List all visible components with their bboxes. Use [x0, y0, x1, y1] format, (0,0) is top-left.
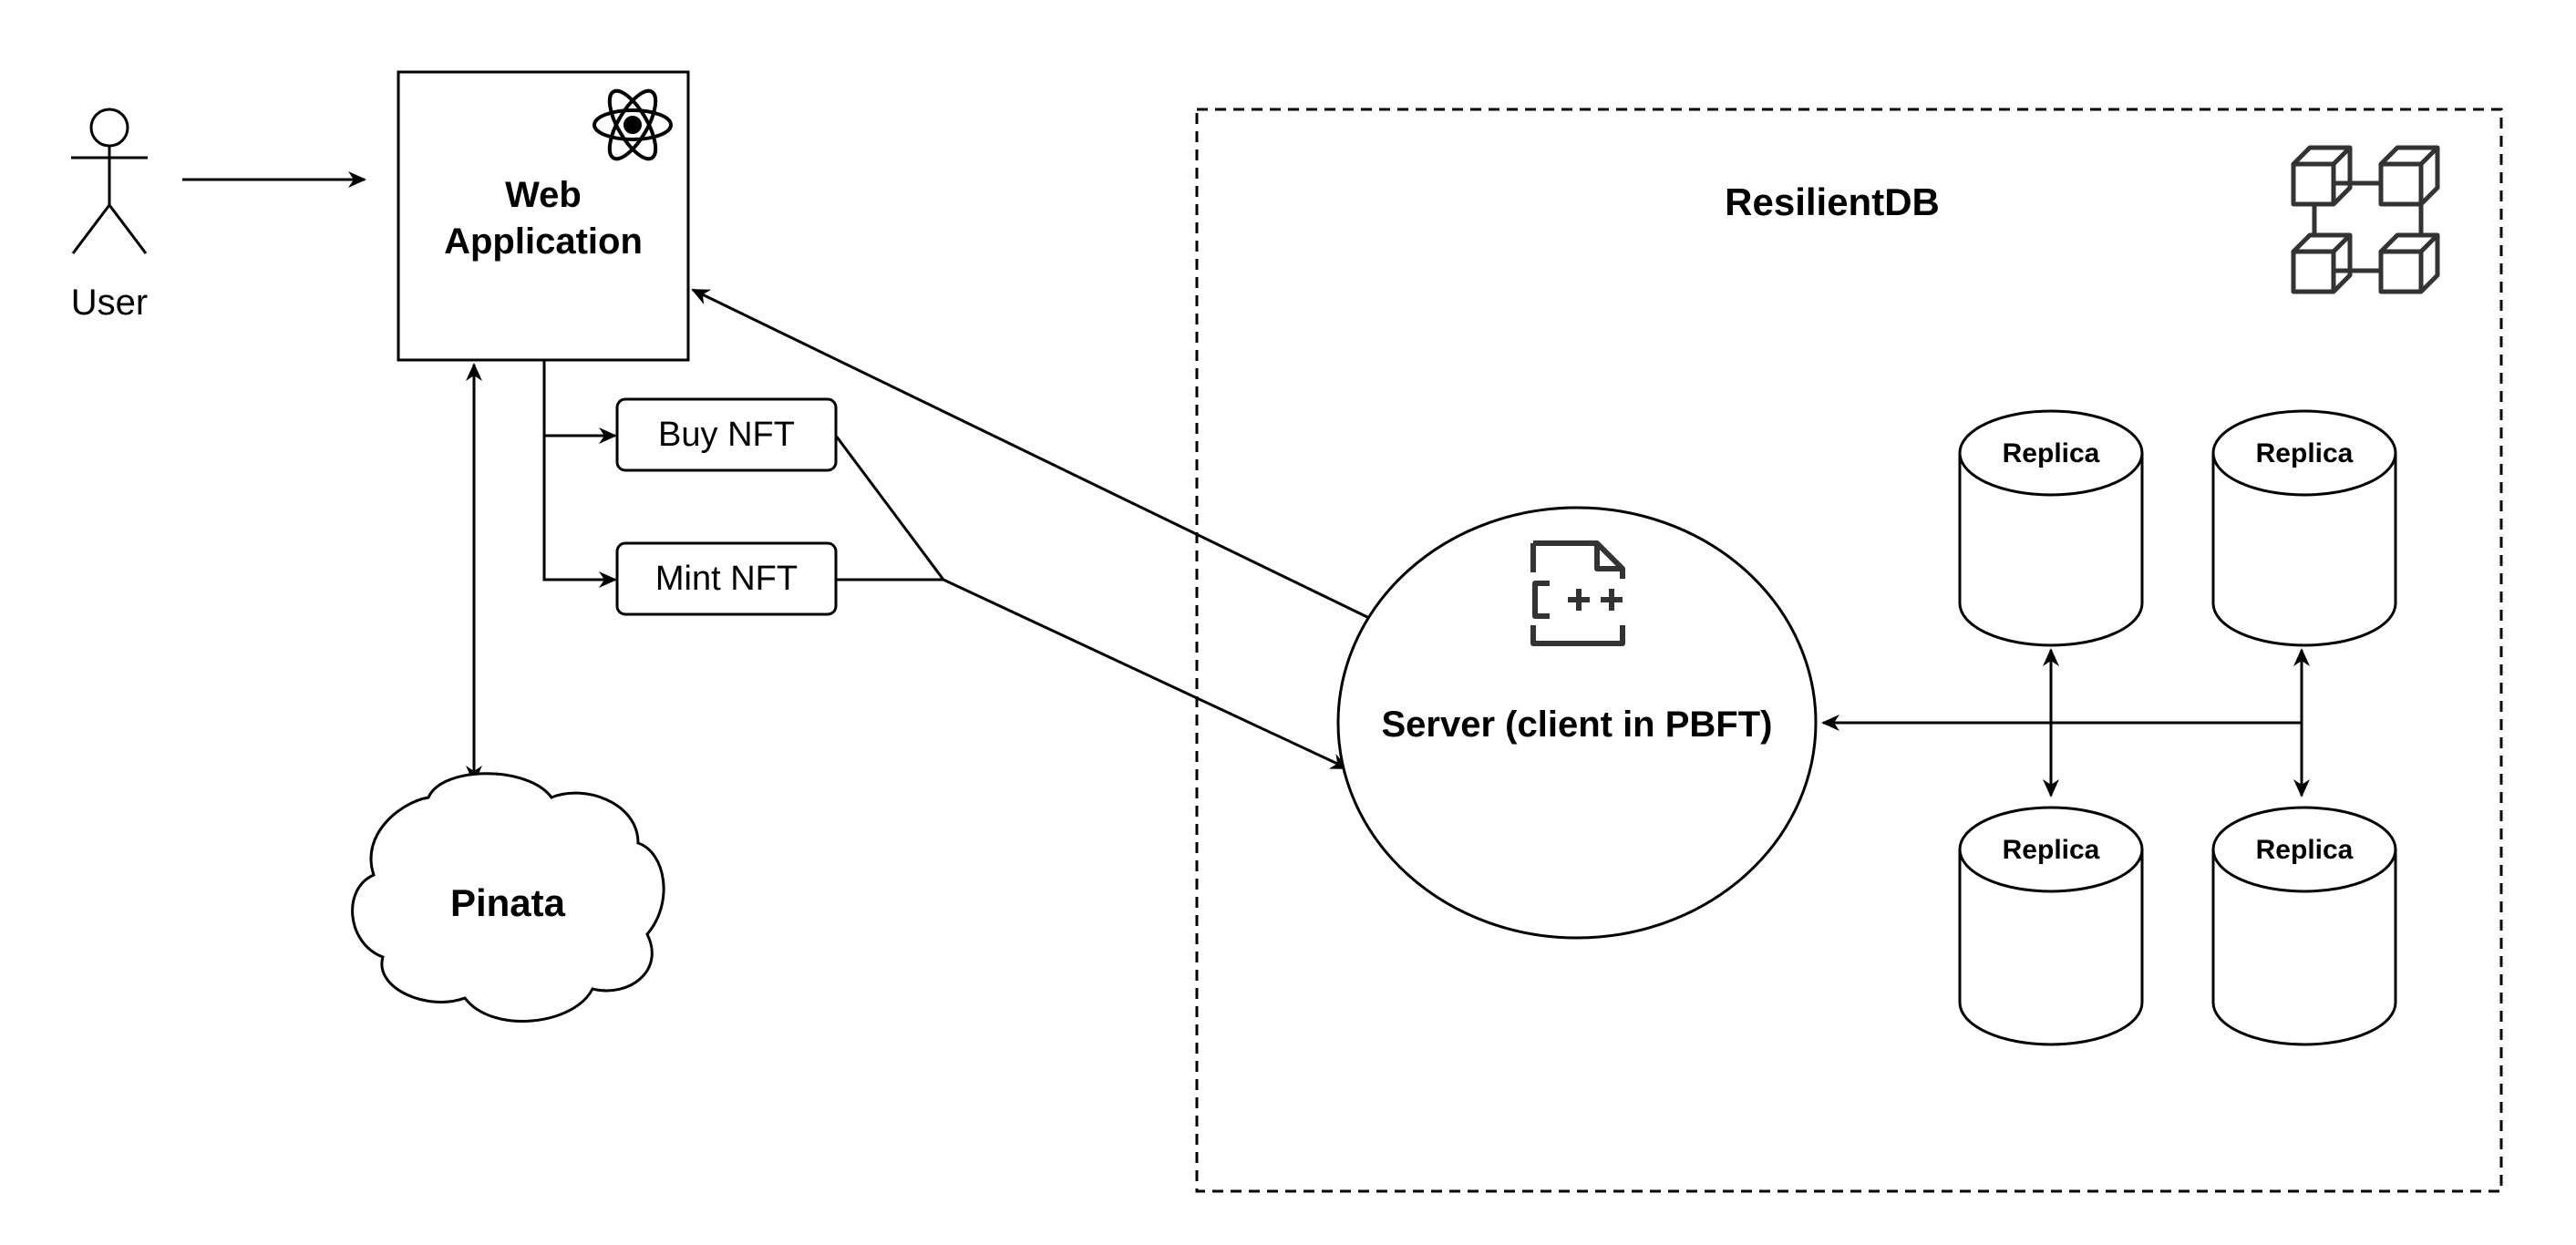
mint-nft-label: Mint NFT — [655, 560, 798, 598]
replica-bottom-right[interactable]: Replica — [2211, 806, 2397, 1046]
replica-top-right[interactable]: Replica — [2211, 409, 2397, 647]
resilientdb-container — [1195, 108, 2503, 1193]
webapp-to-mint-connector — [542, 436, 617, 588]
replica-label: Replica — [2003, 438, 2100, 468]
actions-to-server-arrow — [943, 578, 1349, 770]
cpp-file-icon — [1530, 540, 1625, 646]
blockchain-icon — [2291, 145, 2440, 294]
web-application-title-line1: Web — [505, 175, 582, 215]
webapp-to-buy-connector — [542, 360, 617, 444]
react-icon — [592, 88, 673, 161]
user-actor-icon — [71, 108, 148, 254]
replica-label: Replica — [2256, 438, 2354, 468]
server-to-webapp-arrow — [691, 288, 1370, 620]
replica-label: Replica — [2003, 835, 2100, 865]
buy-nft-button[interactable] — [615, 397, 838, 472]
pinata-label: Pinata — [450, 881, 566, 924]
server-label: Server (client in PBFT) — [1382, 705, 1773, 745]
buy-merge-line — [834, 435, 945, 581]
replica-top-left[interactable]: Replica — [1958, 409, 2144, 647]
replica-bottom-left[interactable]: Replica — [1958, 806, 2144, 1046]
resilientdb-label: ResilientDB — [1725, 180, 1940, 223]
user-label: User — [71, 283, 148, 323]
replica-label: Replica — [2256, 835, 2354, 865]
buy-nft-label: Buy NFT — [658, 416, 795, 454]
web-application-title-line2: Application — [444, 221, 643, 262]
server-node[interactable] — [1336, 506, 1818, 940]
pinata-cloud[interactable] — [351, 772, 665, 1023]
